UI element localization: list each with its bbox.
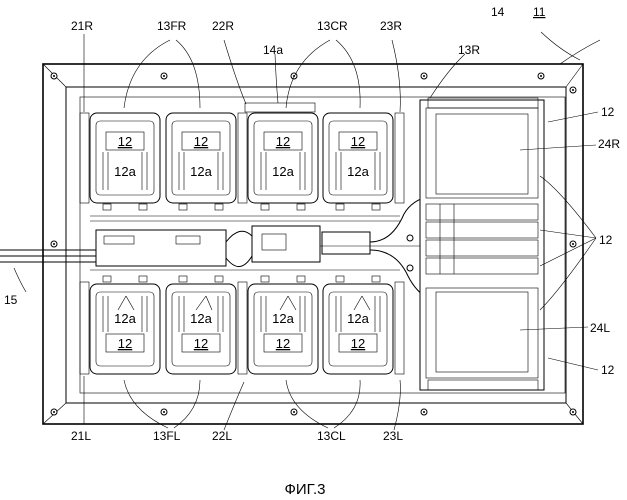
label-11: 11 — [533, 5, 546, 19]
module-sub: 12a — [347, 164, 369, 179]
module-cl-1 — [248, 284, 318, 374]
module-fl-2 — [166, 284, 236, 374]
label-24r: 24R — [598, 137, 620, 151]
label-21l: 21L — [71, 429, 91, 443]
label-13fl: 13FL — [153, 429, 181, 443]
label-14a: 14a — [263, 43, 283, 57]
label-15: 15 — [4, 293, 18, 307]
module-number: 12 — [351, 336, 365, 351]
label-13r: 13R — [458, 43, 480, 57]
label-12-b: 12 — [599, 233, 613, 247]
label-12-c: 12 — [601, 363, 615, 377]
module-number: 12 — [118, 336, 132, 351]
module-sub: 12a — [347, 311, 369, 326]
label-22r: 22R — [212, 19, 234, 33]
module-sub: 12a — [114, 164, 136, 179]
module-cl-2 — [323, 284, 393, 374]
label-22l: 22L — [212, 429, 232, 443]
label-13fr: 13FR — [157, 19, 187, 33]
module-sub: 12a — [190, 164, 212, 179]
label-23r: 23R — [380, 19, 402, 33]
label-14: 14 — [491, 5, 505, 19]
module-sub: 12a — [190, 311, 212, 326]
module-number: 12 — [194, 134, 208, 149]
label-24l: 24L — [590, 321, 610, 335]
unit-13r — [420, 98, 544, 390]
figure-caption: ФИГ.3 — [285, 481, 326, 498]
module-sub: 12a — [114, 311, 136, 326]
label-23l: 23L — [383, 429, 403, 443]
module-number: 12 — [276, 134, 290, 149]
label-13cl: 13CL — [317, 429, 346, 443]
bracket-14a — [245, 103, 315, 112]
module-cr-1 — [248, 113, 318, 203]
label-13cr: 13CR — [317, 19, 348, 33]
module-number: 12 — [118, 134, 132, 149]
module-sub: 12a — [272, 164, 294, 179]
module-sub: 12a — [272, 311, 294, 326]
module-cr-2 — [323, 113, 393, 203]
module-number: 12 — [351, 134, 365, 149]
module-fr-2 — [166, 113, 236, 203]
module-number: 12 — [194, 336, 208, 351]
label-21r: 21R — [71, 19, 93, 33]
cable-15 — [0, 250, 96, 262]
module-fr-1 — [90, 113, 160, 203]
module-number: 12 — [276, 336, 290, 351]
label-12-a: 12 — [601, 105, 615, 119]
